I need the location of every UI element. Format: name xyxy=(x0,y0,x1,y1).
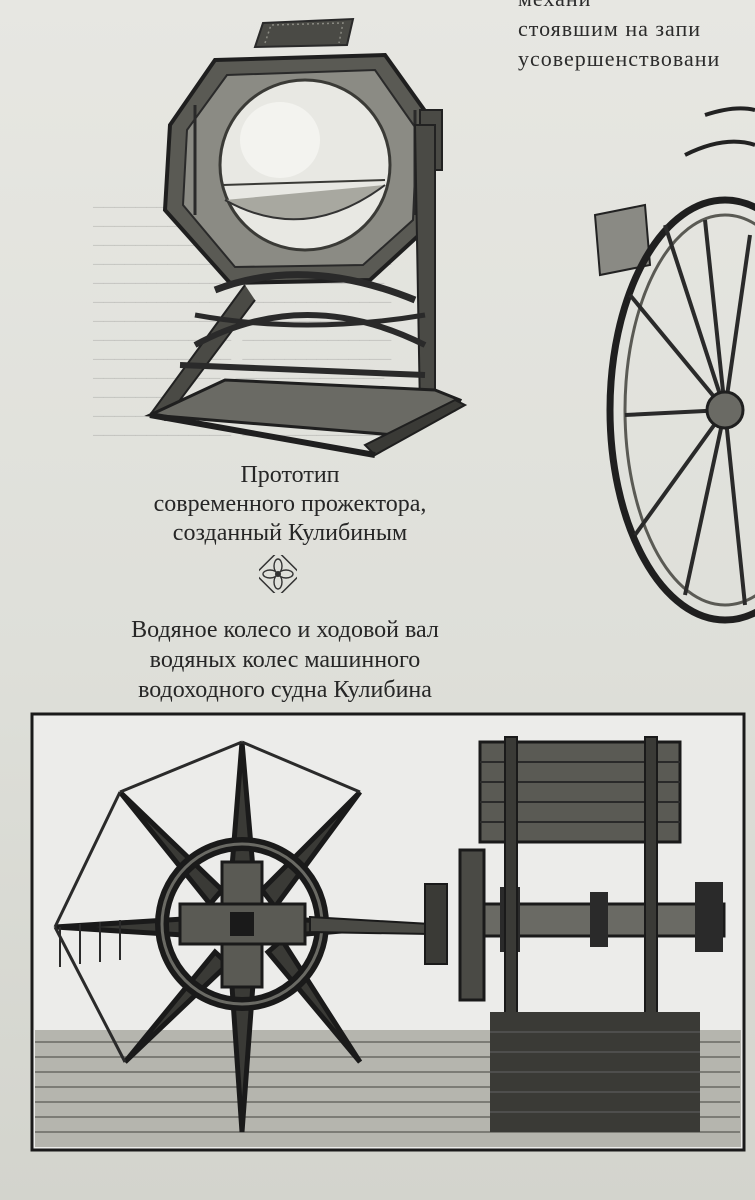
searchlight-caption-line-1: Прототип xyxy=(240,462,340,488)
water-wheel-caption-line-1: Водяное колесо и ходовой вал xyxy=(131,617,439,643)
carriage-wheel-illustration xyxy=(585,95,755,645)
header-text-line-1: механи xyxy=(518,0,591,12)
water-wheel-illustration xyxy=(30,712,752,1160)
searchlight-caption-line-3: созданный Кулибиным xyxy=(172,520,408,546)
searchlight-caption-line-2: современного прожектора, xyxy=(153,491,427,517)
searchlight-illustration xyxy=(135,15,475,470)
water-wheel-caption-line-2: водяных колес машинного xyxy=(149,647,421,673)
flower-ornament-icon xyxy=(259,555,297,593)
header-text-line-3: усовершенствовани xyxy=(518,46,721,71)
water-wheel-caption-line-3: водоходного судна Кулибина xyxy=(138,677,432,703)
header-text-line-2: стоявшим на запи xyxy=(518,16,702,41)
